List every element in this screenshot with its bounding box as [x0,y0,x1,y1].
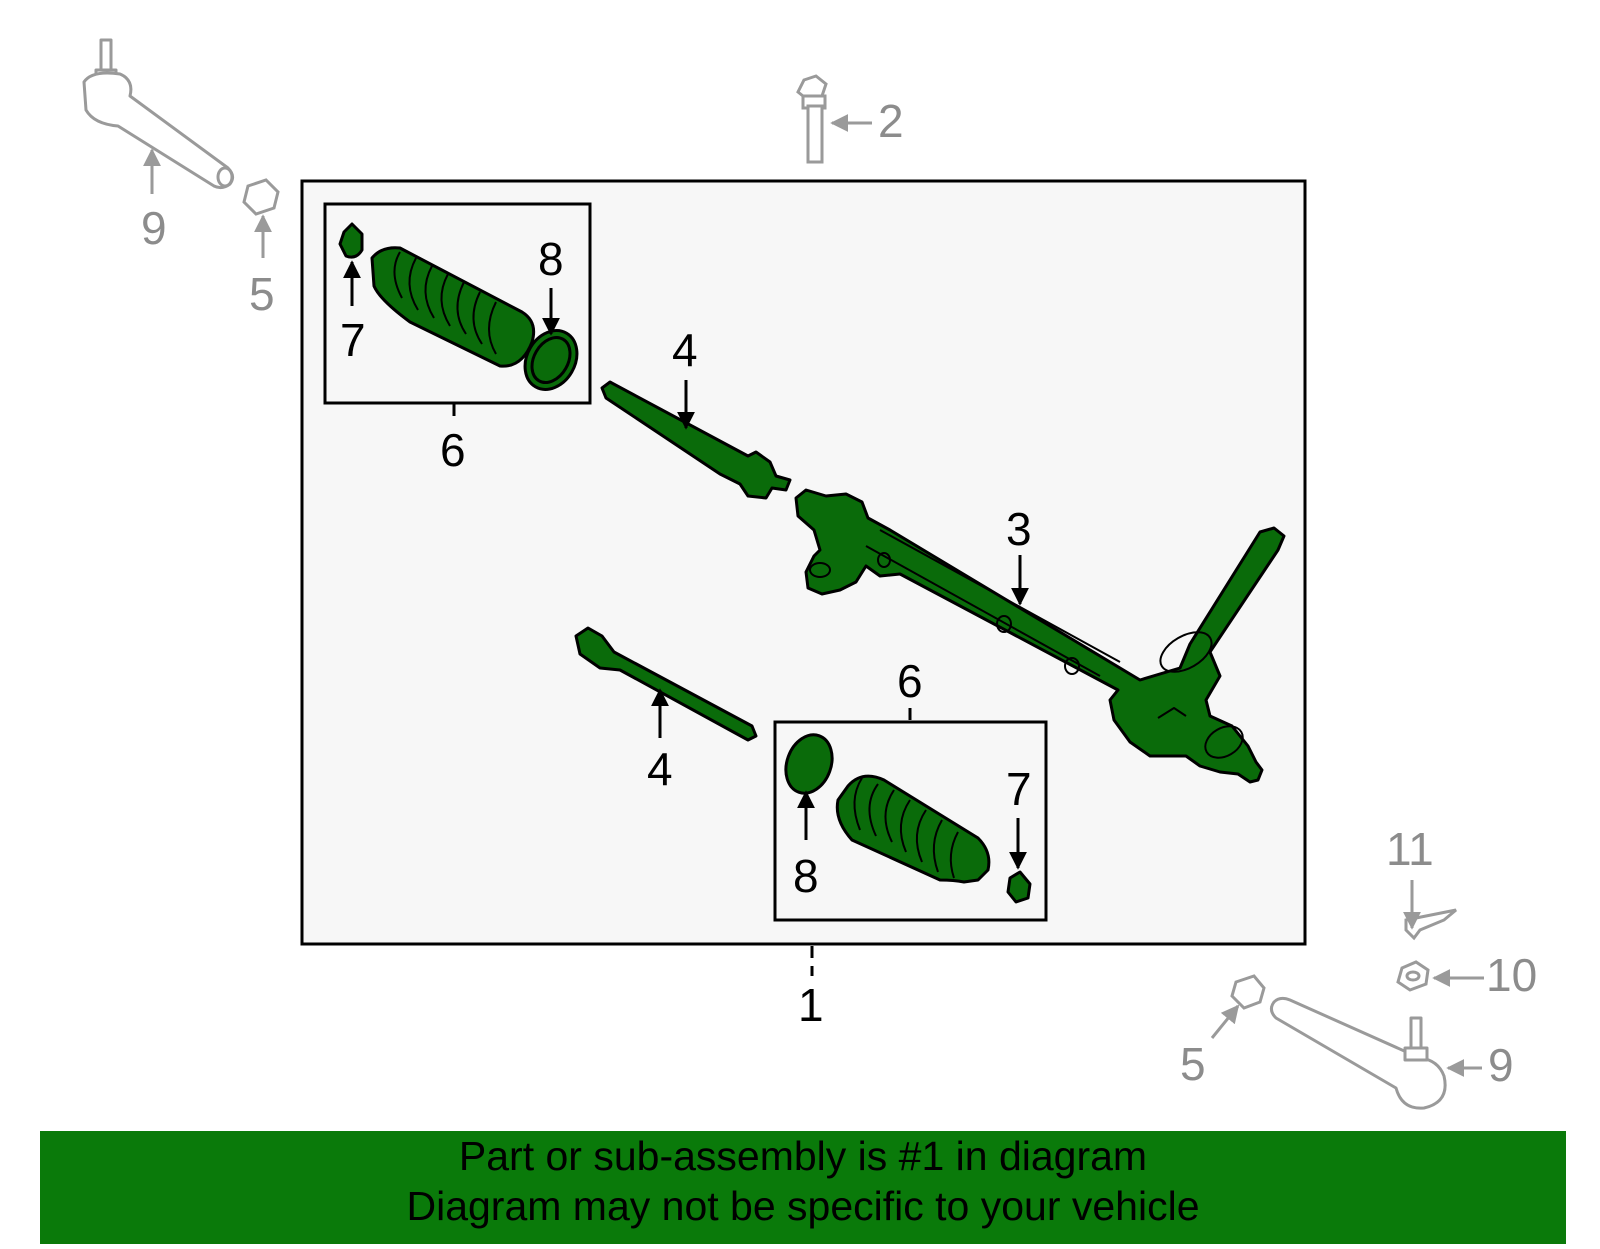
disclaimer-banner: Part or sub-assembly is #1 in diagram Di… [40,1131,1566,1244]
banner-line-2: Diagram may not be specific to your vehi… [406,1183,1200,1229]
callout-6-top: 6 [440,424,466,476]
callout-4-bottom: 4 [647,743,673,795]
callout-7-bottom: 7 [1006,763,1032,815]
rack-details [809,529,1244,759]
assembly-leaders [343,260,1029,976]
highlighted-parts [338,222,1286,904]
callout-4-top: 4 [672,324,698,376]
cotter-clip [1404,908,1457,941]
callout-8-top: 8 [538,233,564,285]
mounting-bolt [796,74,828,164]
lock-nut [1396,960,1430,992]
callout-10: 10 [1486,949,1538,1001]
callout-5-left: 5 [249,268,275,320]
inner-tie-rod-top [600,380,792,500]
steering-rack-gear [794,488,1286,784]
callout-3: 3 [1006,503,1032,555]
nut-right [1230,974,1266,1010]
boot-clamp-small-bottom [1006,870,1032,904]
callout-9-right: 9 [1488,1039,1514,1091]
bellows-ribs-bottom [853,777,959,879]
callout-5-right: 5 [1180,1038,1206,1090]
callout-11: 11 [1386,823,1434,875]
callout-7-top: 7 [340,314,366,366]
callout-9-left: 9 [141,202,167,254]
nut-left [242,178,280,216]
context-leaders [143,114,1484,1077]
tie-rod-end-outer-left [82,38,235,190]
callout-2: 2 [878,95,904,147]
tie-rod-end-outer-right [1269,996,1447,1110]
inner-tie-rod-bottom [574,626,758,742]
banner-line-1: Part or sub-assembly is #1 in diagram [458,1133,1148,1179]
bellows-ribs-top [393,251,497,355]
boot-clamp-small-top [338,222,364,259]
callout-6-bottom: 6 [897,655,923,707]
callout-8-bottom: 8 [793,850,819,902]
callout-1: 1 [798,979,824,1031]
bellows-boot-top [370,246,536,368]
